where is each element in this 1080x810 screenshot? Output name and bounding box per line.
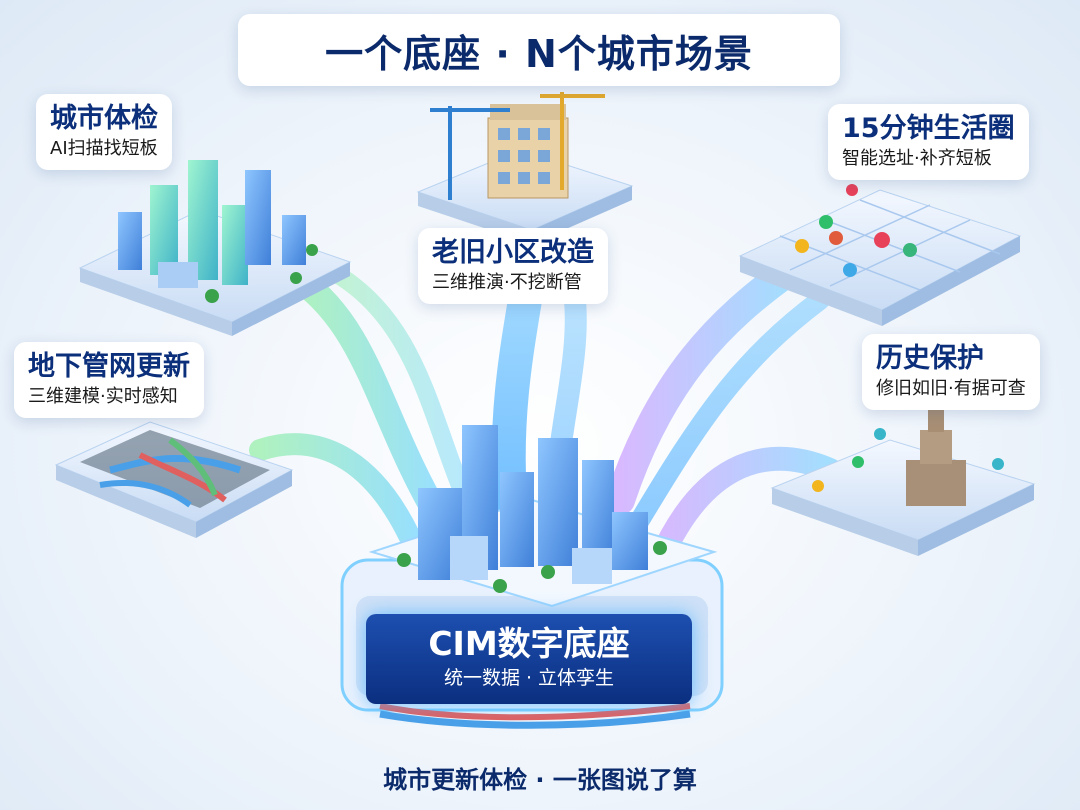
card-city-checkup: 城市体检 AI扫描找短板 [36,94,172,170]
card-underground: 地下管网更新 三维建模·实时感知 [14,342,204,418]
card-heritage-title: 历史保护 [876,343,984,374]
underground-platform [54,421,294,538]
cim-core-label: CIM数字底座 统一数据 · 立体孪生 [366,614,692,704]
cim-core-title: CIM数字底座 [428,624,630,663]
main-title-box: 一个底座 · N个城市场景 [238,14,840,86]
card-heritage-subtitle: 修旧如旧·有据可查 [876,378,1026,399]
card-life-circle-subtitle: 智能选址·补齐短板 [842,148,992,169]
card-city-checkup-title: 城市体检 [50,103,158,134]
flow-ribbons [249,255,842,572]
card-heritage: 历史保护 修旧如旧·有据可查 [862,334,1040,410]
card-old-community: 老旧小区改造 三维推演·不挖断管 [418,228,608,304]
life-circle-platform [738,184,1022,326]
old-community-platform [416,92,634,244]
card-city-checkup-subtitle: AI扫描找短板 [50,138,158,159]
card-life-circle: 15分钟生活圈 智能选址·补齐短板 [828,104,1029,180]
card-underground-subtitle: 三维建模·实时感知 [28,386,178,407]
card-old-community-title: 老旧小区改造 [432,237,594,268]
card-old-community-subtitle: 三维推演·不挖断管 [432,272,582,293]
heritage-platform [770,394,1036,556]
footer-caption: 城市更新体检 · 一张图说了算 [383,766,697,794]
cim-core-subtitle: 统一数据 · 立体孪生 [443,667,615,689]
city-checkup-platform [78,160,352,336]
card-underground-title: 地下管网更新 [28,351,190,382]
card-life-circle-title: 15分钟生活圈 [842,113,1015,144]
main-title: 一个底座 · N个城市场景 [325,31,753,76]
